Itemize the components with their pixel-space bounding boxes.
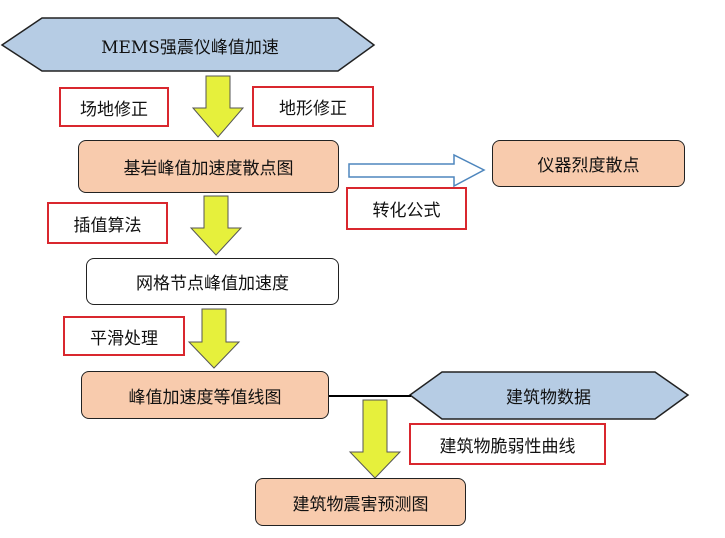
down-arrow-3 (187, 308, 241, 369)
down-arrow-4 (348, 399, 402, 479)
fragility-curve-box: 建筑物脆弱性曲线 (409, 423, 606, 465)
mems-label: MEMS强震仪峰值加速 (101, 37, 279, 58)
bedrock-scatter-box: 基岩峰值加速度散点图 (78, 140, 339, 193)
interpolation-box: 插值算法 (47, 202, 168, 244)
conversion-formula-box: 转化公式 (346, 187, 467, 230)
site-correction-box: 场地修正 (59, 87, 169, 127)
terrain-correction-box: 地形修正 (252, 86, 374, 127)
building-data-label: 建筑物数据 (506, 387, 591, 408)
down-arrow-1 (191, 75, 245, 138)
damage-map-box: 建筑物震害预测图 (255, 478, 466, 526)
grid-pga-box: 网格节点峰值加速度 (86, 258, 339, 305)
building-data-hexagon (408, 371, 690, 420)
down-arrow-2 (189, 195, 243, 256)
mems-hexagon (0, 17, 376, 72)
hollow-right-arrow (348, 153, 486, 188)
smoothing-box: 平滑处理 (63, 316, 185, 356)
intensity-scatter-box: 仪器烈度散点 (492, 140, 685, 187)
pga-contour-box: 峰值加速度等值线图 (81, 371, 329, 419)
